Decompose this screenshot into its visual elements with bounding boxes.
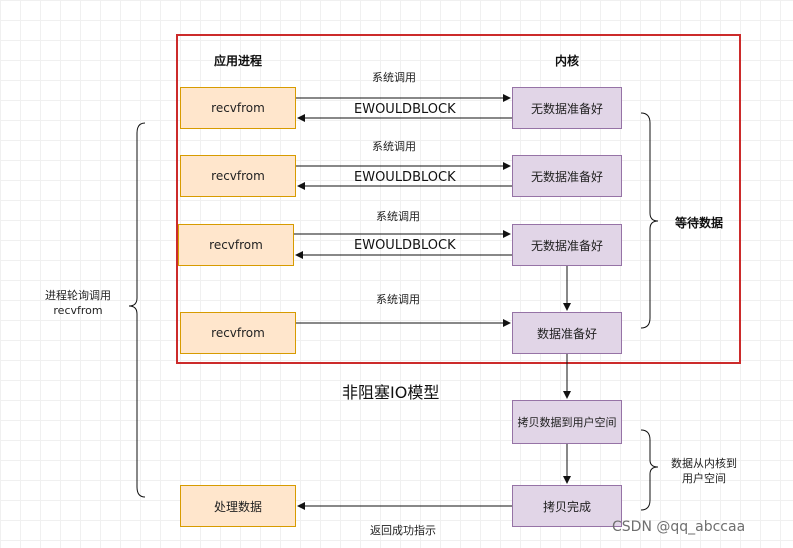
- left-brace: [128, 122, 146, 498]
- ewouldblock-label-3: EWOULDBLOCK: [354, 238, 456, 253]
- ewouldblock-label-2: EWOULDBLOCK: [354, 170, 456, 185]
- app-process-header: 应用进程: [214, 54, 263, 68]
- kernel-no-data-box-3: 无数据准备好: [512, 224, 622, 266]
- ewouldblock-label-1: EWOULDBLOCK: [354, 102, 456, 117]
- copy-brace: [640, 429, 659, 511]
- copy-to-user-space-box: 拷贝数据到用户空间: [512, 400, 622, 444]
- diagram-title: 非阻塞IO模型: [342, 383, 440, 402]
- copy-phase-label-line-2: 用户空间: [682, 472, 726, 485]
- recvfrom-box-1: recvfrom: [180, 87, 296, 129]
- polling-label-line-1: 进程轮询调用: [45, 289, 111, 302]
- kernel-header: 内核: [555, 54, 580, 68]
- kernel-no-data-box-2: 无数据准备好: [512, 155, 622, 197]
- wait-brace: [640, 112, 659, 329]
- recvfrom-box-3: recvfrom: [178, 224, 294, 266]
- wait-data-label: 等待数据: [675, 216, 724, 230]
- return-success-label: 返回成功指示: [370, 524, 436, 537]
- recvfrom-box-4: recvfrom: [180, 312, 296, 354]
- copy-phase-label: 数据从内核到 用户空间: [664, 456, 744, 486]
- syscall-label-1: 系统调用: [372, 71, 416, 84]
- syscall-label-3: 系统调用: [376, 210, 420, 223]
- recvfrom-box-2: recvfrom: [180, 155, 296, 197]
- polling-label: 进程轮询调用 recvfrom: [38, 288, 118, 318]
- copy-phase-label-line-1: 数据从内核到: [671, 457, 737, 470]
- syscall-label-2: 系统调用: [372, 140, 416, 153]
- kernel-data-ready-box: 数据准备好: [512, 312, 622, 354]
- kernel-no-data-box-1: 无数据准备好: [512, 87, 622, 129]
- nonblocking-phase-frame: [176, 34, 741, 364]
- copy-complete-box: 拷贝完成: [512, 485, 622, 527]
- syscall-label-4: 系统调用: [376, 293, 420, 306]
- polling-label-line-2: recvfrom: [53, 304, 103, 317]
- watermark: CSDN @qq_abccaa: [612, 519, 746, 535]
- handle-data-box: 处理数据: [180, 485, 296, 527]
